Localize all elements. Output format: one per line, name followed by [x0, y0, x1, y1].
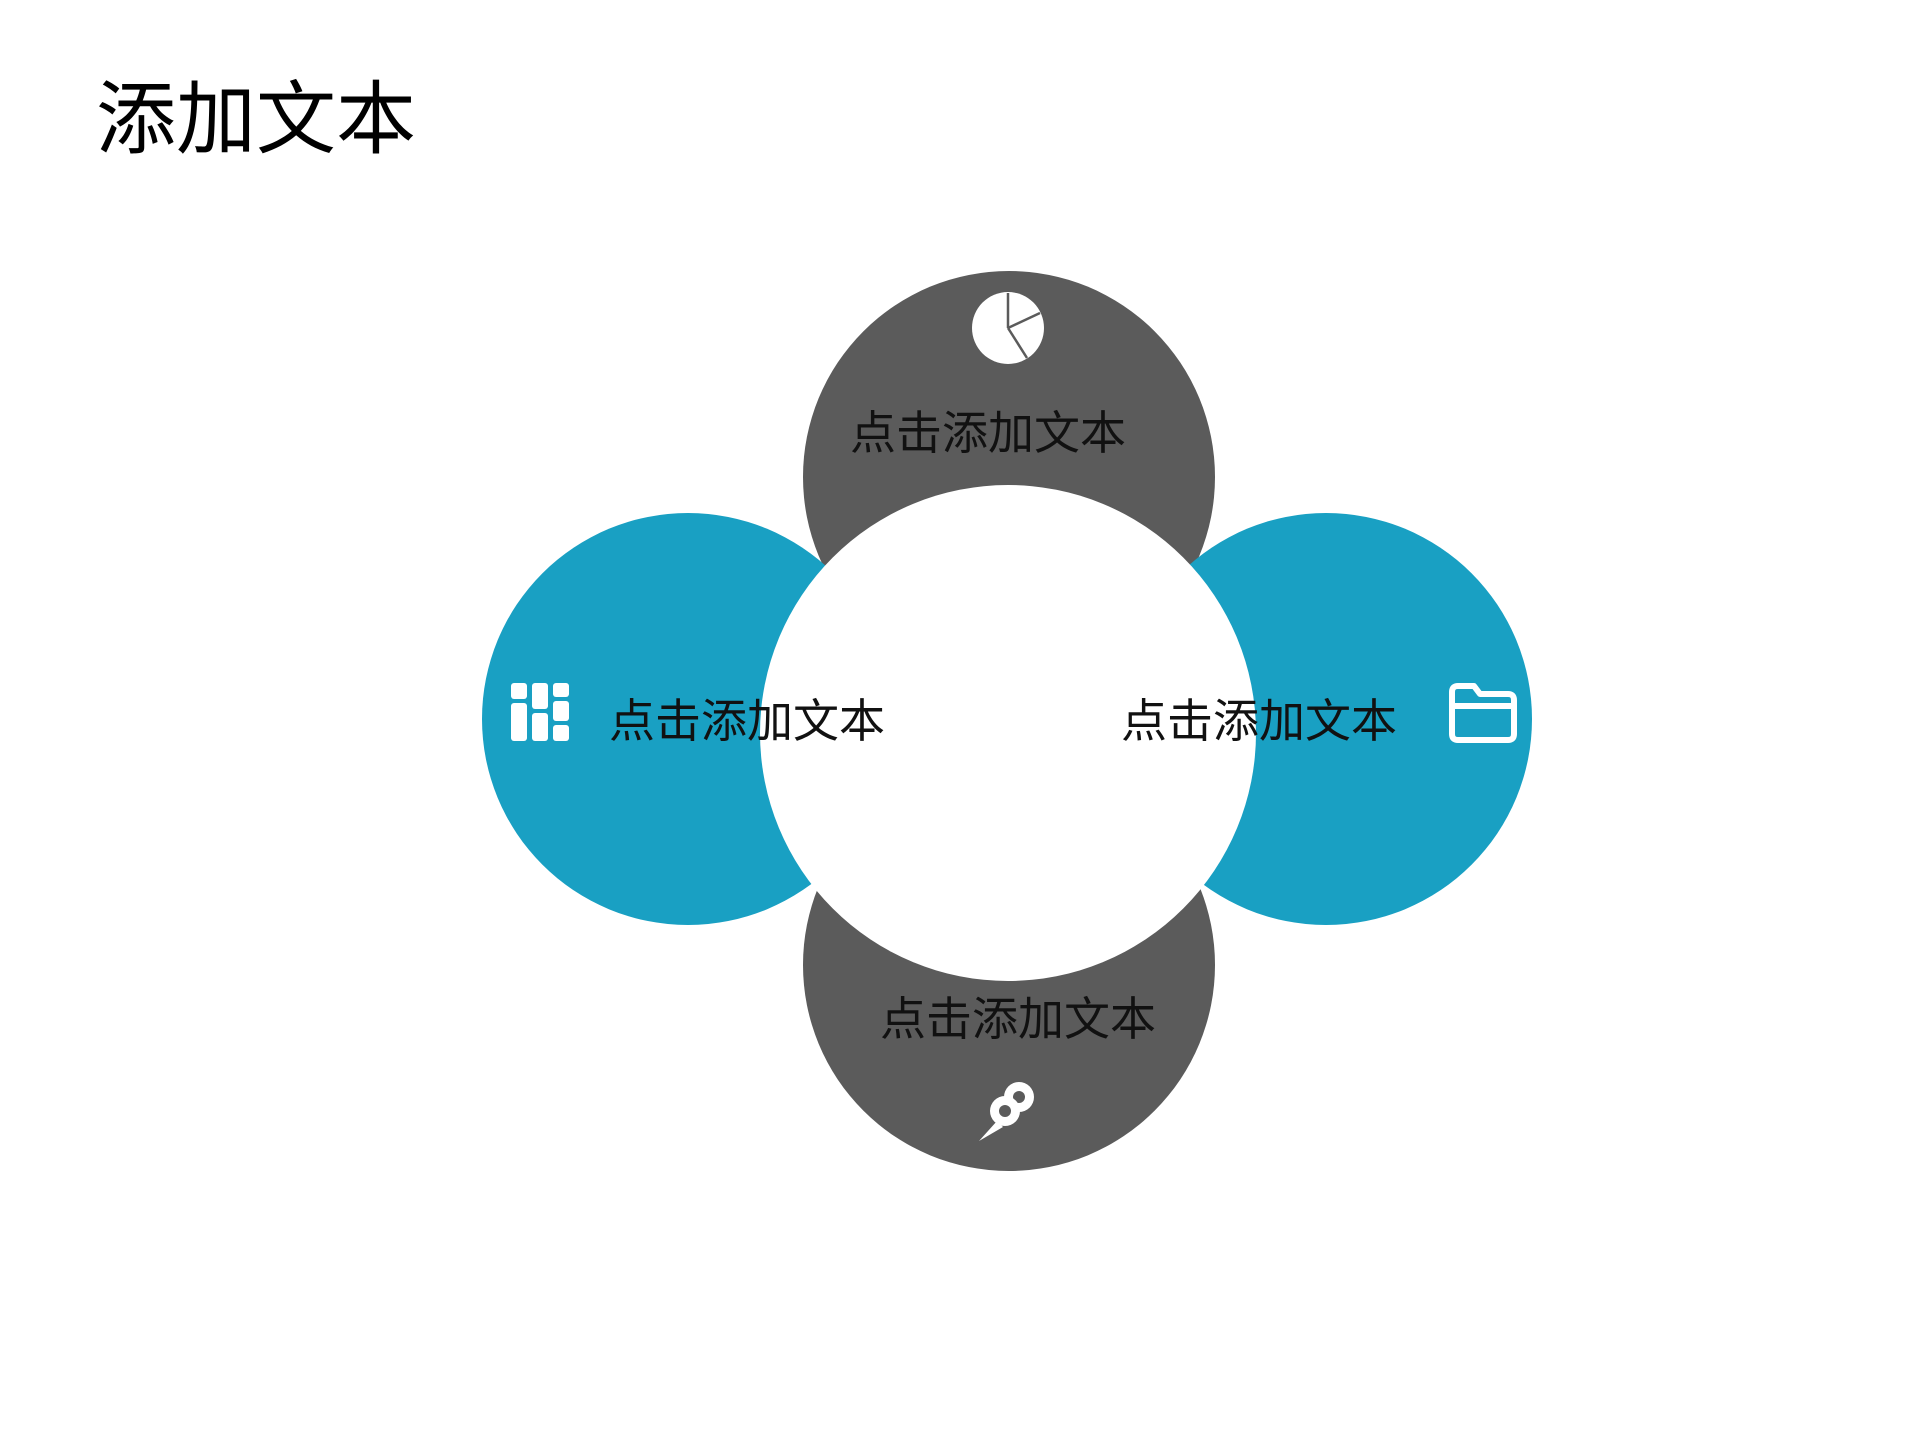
center-circle: [760, 485, 1256, 981]
left-label[interactable]: 点击添加文本: [609, 694, 885, 748]
top-label[interactable]: 点击添加文本: [850, 406, 1126, 460]
bottom-label[interactable]: 点击添加文本: [880, 992, 1156, 1046]
folder-icon: [1449, 683, 1517, 743]
link-pin-icon: [979, 1082, 1034, 1141]
pie-chart-icon: [972, 292, 1044, 364]
slide-title: 添加文本: [96, 73, 416, 166]
right-label[interactable]: 点击添加文本: [1121, 694, 1397, 748]
grid-icon: [511, 683, 569, 741]
